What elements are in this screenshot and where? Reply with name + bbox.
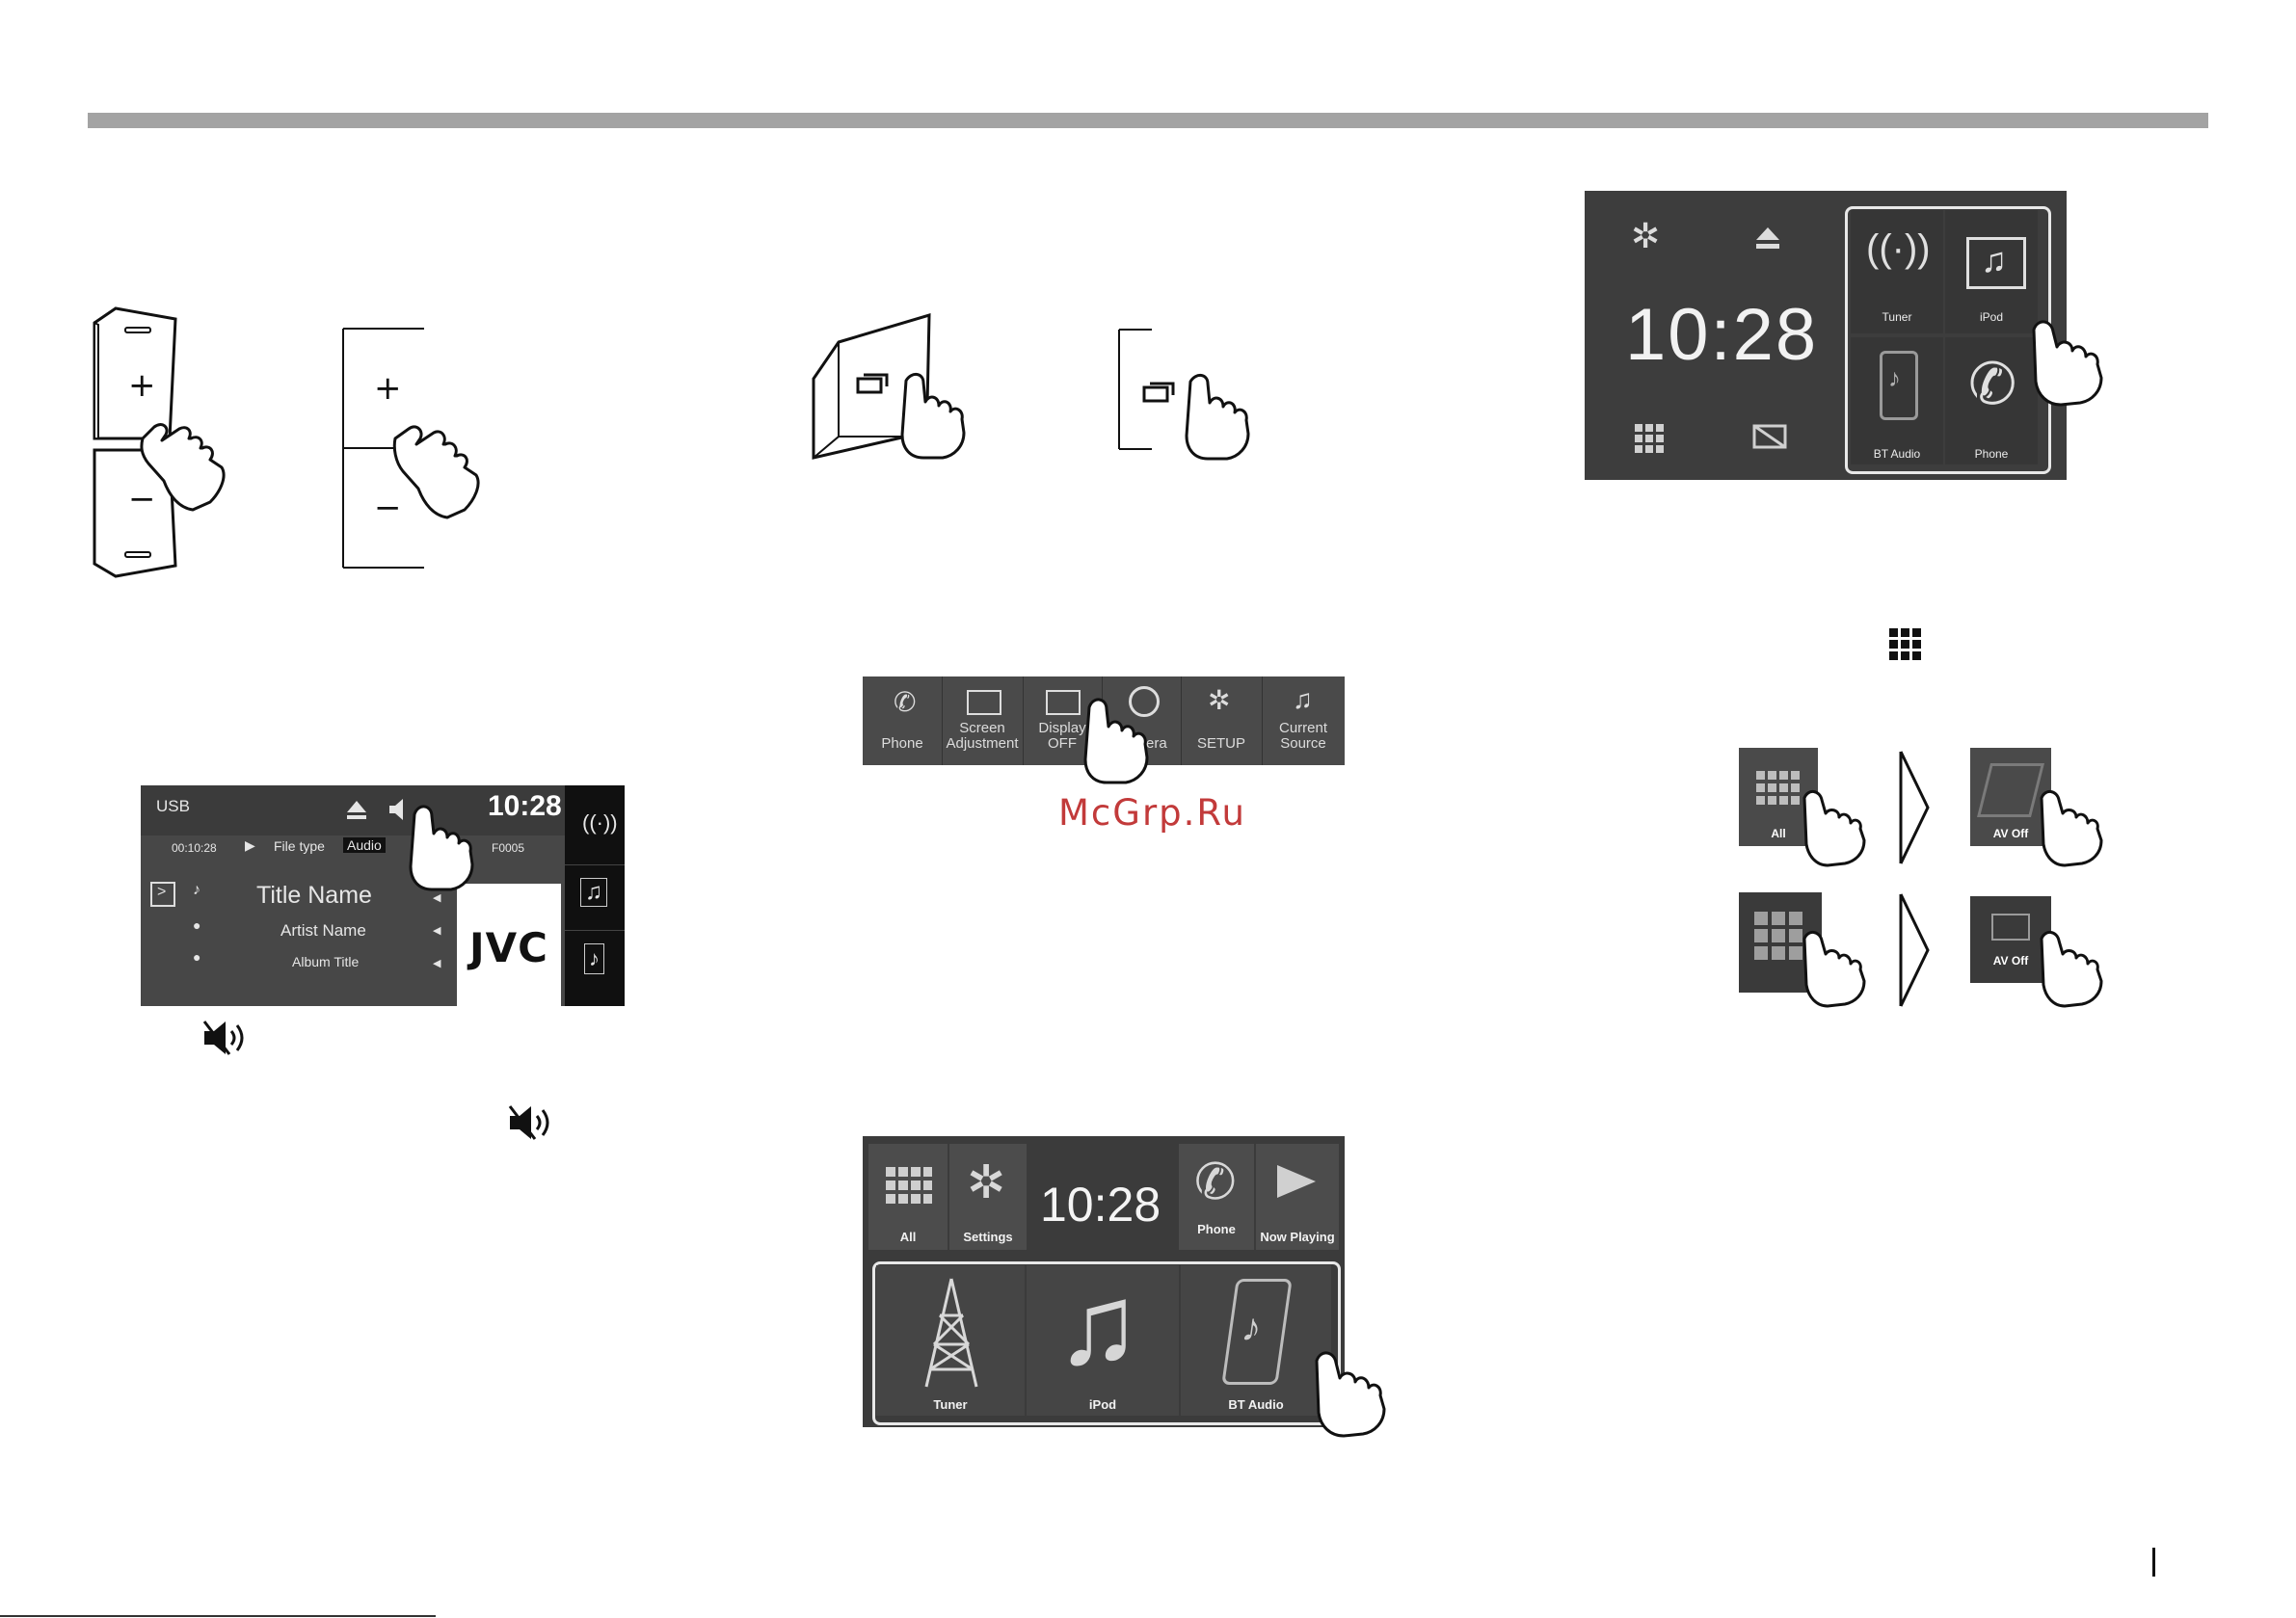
track-artist: Artist Name [280,921,366,940]
phone-icon: ✆ [1194,1154,1237,1210]
ipod-shortcut-icon[interactable]: ♫ [580,878,607,907]
artwork-logo: JVC [469,924,548,971]
source-shortcuts: ((·)) ♫ ♪ [565,785,625,1006]
ipod-source-button[interactable]: ♫ iPod [1945,210,2038,333]
display-off-icon [1977,763,2044,817]
home-clock-alt: 10:28 [1625,294,1819,376]
volume-up-panel-symbol[interactable]: + [374,369,402,408]
volume-buttons-hardware [93,306,226,578]
list-button[interactable]: > [150,882,175,907]
source-selection-highlight [872,1261,1341,1425]
antenna-icon: ((·)) [1866,227,1931,270]
mute-icon[interactable] [387,797,414,822]
footer-rule [0,1615,436,1617]
source-name: USB [156,797,190,815]
menu-item-phone[interactable]: ✆ Phone [863,676,943,765]
volume-down-panel-symbol[interactable]: − [374,489,402,527]
smartphone-icon: ♪ [1880,351,1918,420]
hand-pointer-icon [2040,931,2103,1008]
hand-pointer-icon [1083,698,1149,784]
arrow-right-icon [1899,751,1930,864]
screen-adjust-icon [967,690,1001,715]
album-artwork: JVC [457,884,561,1006]
gear-icon: ✲ [967,1157,1006,1208]
av-off-button-step2[interactable]: AV Off [1970,896,2051,983]
bt-audio-source-button[interactable]: ♪ BT Audio [1851,337,1943,464]
volume-buttons-panel [342,328,480,569]
scroll-arrow-icon: ◀ [433,892,441,904]
music-video-icon: ♫ [1966,237,2026,289]
scroll-arrow-icon: ◀ [433,925,441,937]
display-off-icon[interactable] [1752,424,1787,453]
eject-icon[interactable] [345,799,368,822]
tuner-shortcut-icon[interactable]: ((·)) [582,810,618,835]
phone-source-button[interactable]: ✆ Phone [1945,337,2038,464]
usb-source-screen: USB 10:28 00:10:28 ▶ File type Audio F00… [141,785,625,1006]
gear-icon[interactable]: ✲ [1631,216,1661,255]
menu-button-panel [1118,329,1250,461]
phone-icon: ✆ [1968,352,2017,416]
phone-button[interactable]: ✆ Phone [1179,1144,1254,1250]
now-playing-button[interactable]: Now Playing [1256,1144,1339,1250]
play-arrow-icon [1277,1165,1316,1198]
all-button[interactable]: All [868,1144,948,1250]
menu-item-setup[interactable]: ✲ SETUP [1181,676,1263,765]
display-off-icon [1991,914,2030,941]
display-off-icon [1046,690,1081,715]
grid-icon [1754,912,1802,960]
menu-item-current-source[interactable]: ♫ Current Source [1278,684,1328,752]
grid-icon [1756,771,1800,805]
grid-icon [1889,628,1921,660]
smartphone-icon: ♪ [1221,1279,1293,1385]
arrow-right-icon [1899,893,1930,1007]
home-screen-alt: ✲ 10:28 ((·)) Tuner ♫ iPod ♪ BT Audio ✆ … [1585,191,2067,480]
mute-icon [508,1105,549,1140]
track-album: Album Title [292,954,360,969]
watermark: McGrp.Ru [1058,792,1246,834]
header-rule [88,113,2208,128]
hand-pointer-icon [1802,931,1866,1008]
hand-pointer-icon [2032,320,2103,407]
bt-audio-source-button[interactable]: ♪ BT Audio [1181,1265,1331,1416]
usb-clock: 10:28 [488,790,562,822]
settings-button[interactable]: ✲ Settings [949,1144,1027,1250]
music-note-icon: ♫ [1055,1261,1141,1389]
scroll-arrow-icon: ◀ [433,958,441,969]
phone-icon: ✆ [894,687,917,717]
hand-pointer-icon [1315,1351,1386,1438]
menu-item-screen-adjustment[interactable]: Screen Adjustment [942,676,1024,765]
hand-pointer-icon [1802,790,1866,867]
hand-pointer-icon [409,805,474,891]
radio-tower-icon [924,1278,978,1388]
home-clock: 10:28 [1028,1144,1177,1250]
mute-icon [202,1021,244,1055]
home-screen: All ✲ Settings 10:28 ✆ Phone Now Playing… [863,1136,1345,1427]
grid-icon[interactable] [1635,424,1664,453]
page-marker [2152,1548,2155,1577]
hand-pointer-icon [2040,790,2103,867]
tuner-source-button[interactable]: ((·)) Tuner [1851,210,1943,333]
artist-icon: ● [193,917,201,933]
music-note-icon: ♪ [193,882,200,898]
camera-icon [1129,686,1160,717]
grid-icon [886,1167,932,1204]
ipod-source-button[interactable]: ♫ iPod [1027,1261,1179,1416]
eject-icon[interactable] [1754,225,1781,251]
volume-down-symbol[interactable]: − [128,480,156,518]
gear-icon: ✲ [1208,685,1231,715]
album-icon: ● [193,949,201,965]
file-type-label: File type [274,838,325,854]
menu-button-hardware [812,312,966,460]
tuner-source-button[interactable]: Tuner [876,1265,1025,1416]
volume-up-symbol[interactable]: + [128,366,156,405]
bt-audio-shortcut-icon[interactable]: ♪ [584,943,604,974]
file-type-value: Audio [343,837,386,853]
track-title: Title Name [256,882,372,909]
av-off-button-step1[interactable]: AV Off [1970,748,2051,846]
play-icon: ▶ [245,837,255,853]
elapsed-time: 00:10:28 [172,841,217,855]
music-note-icon: ♫ [1293,684,1313,714]
folder-number: F0005 [492,841,525,855]
